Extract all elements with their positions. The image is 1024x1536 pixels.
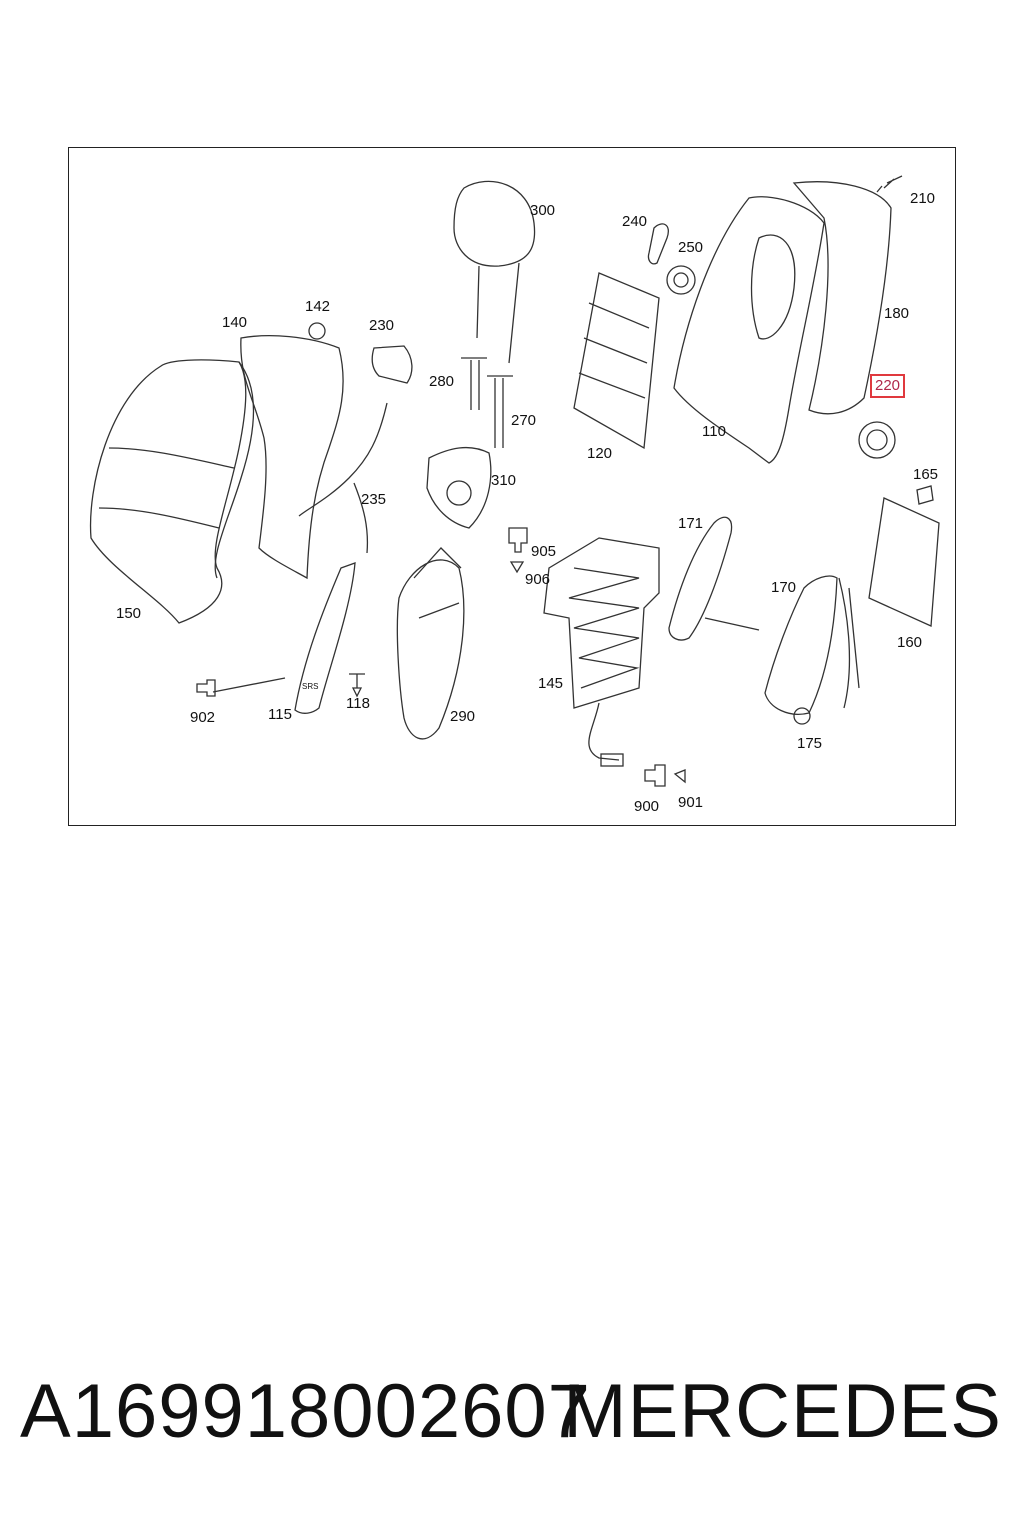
connector-900 (644, 764, 666, 787)
guide-280 (461, 357, 487, 410)
screw-210 (876, 175, 903, 193)
callout-210[interactable]: 210 (910, 190, 936, 207)
spring-mat-120 (573, 272, 660, 450)
diagram-drawing (89, 175, 940, 787)
callout-250[interactable]: 250 (678, 239, 704, 256)
trim-230 (371, 345, 413, 384)
callout-906[interactable]: 906 (525, 571, 551, 588)
back-panel-180 (792, 181, 892, 415)
pin-901 (673, 769, 686, 784)
seat-back-panel-140 (240, 335, 344, 580)
callout-310[interactable]: 310 (491, 472, 517, 489)
callout-140[interactable]: 140 (222, 314, 248, 331)
connector-902 (196, 679, 216, 697)
callout-220[interactable]: 220 (870, 374, 906, 398)
caption-bar: A169918002607 MERCEDES (0, 1368, 1024, 1478)
exploded-parts-diagram: 300 240 250 210 180 220 140 142 230 280 … (68, 147, 956, 826)
callout-900[interactable]: 900 (634, 798, 660, 815)
ring-220 (858, 421, 896, 459)
callout-175[interactable]: 175 (797, 735, 823, 752)
callout-160[interactable]: 160 (897, 634, 923, 651)
callout-115[interactable]: 115 (268, 706, 292, 723)
callout-165[interactable]: 165 (913, 466, 939, 483)
side-bolster-171 (668, 516, 733, 641)
guide-270 (487, 375, 513, 448)
heating-mat-145 (543, 537, 660, 709)
callout-150[interactable]: 150 (116, 605, 142, 622)
srs-label: SRS (302, 682, 319, 691)
pin-906 (509, 561, 525, 574)
screw-118 (349, 673, 365, 698)
callout-170[interactable]: 170 (771, 579, 797, 596)
callout-145[interactable]: 145 (538, 675, 564, 692)
connector-905 (508, 527, 528, 553)
clip-175 (793, 707, 811, 725)
clip-142 (308, 322, 326, 340)
backrest-frame-110 (673, 196, 825, 464)
callout-901[interactable]: 901 (678, 794, 704, 811)
callout-230[interactable]: 230 (369, 317, 395, 334)
controller-box (600, 753, 624, 767)
callout-905[interactable]: 905 (531, 543, 557, 560)
brand-name: MERCEDES (563, 1369, 1002, 1454)
callout-180[interactable]: 180 (884, 305, 910, 322)
part-number: A169918002607 (20, 1369, 591, 1454)
wire-harness-235 (298, 402, 388, 554)
grommet-250 (666, 265, 696, 295)
callout-142[interactable]: 142 (305, 298, 331, 315)
seat-frame-290 (396, 559, 465, 740)
cover-240 (647, 223, 669, 265)
callout-300[interactable]: 300 (530, 202, 556, 219)
callout-171[interactable]: 171 (678, 515, 704, 532)
callout-270[interactable]: 270 (511, 412, 537, 429)
headrest-300 (453, 180, 536, 267)
panel-160 (868, 497, 940, 627)
callout-280[interactable]: 280 (429, 373, 455, 390)
clip-165 (916, 485, 934, 505)
callout-118[interactable]: 118 (346, 695, 370, 712)
airbag-module-115 (294, 562, 356, 714)
callout-235[interactable]: 235 (361, 491, 387, 508)
callout-240[interactable]: 240 (622, 213, 648, 230)
callout-120[interactable]: 120 (587, 445, 613, 462)
seat-back-cushion-150 (89, 359, 247, 624)
mechanism-310 (426, 446, 492, 529)
callout-110[interactable]: 110 (702, 423, 726, 440)
callout-290[interactable]: 290 (450, 708, 476, 725)
callout-902[interactable]: 902 (190, 709, 216, 726)
